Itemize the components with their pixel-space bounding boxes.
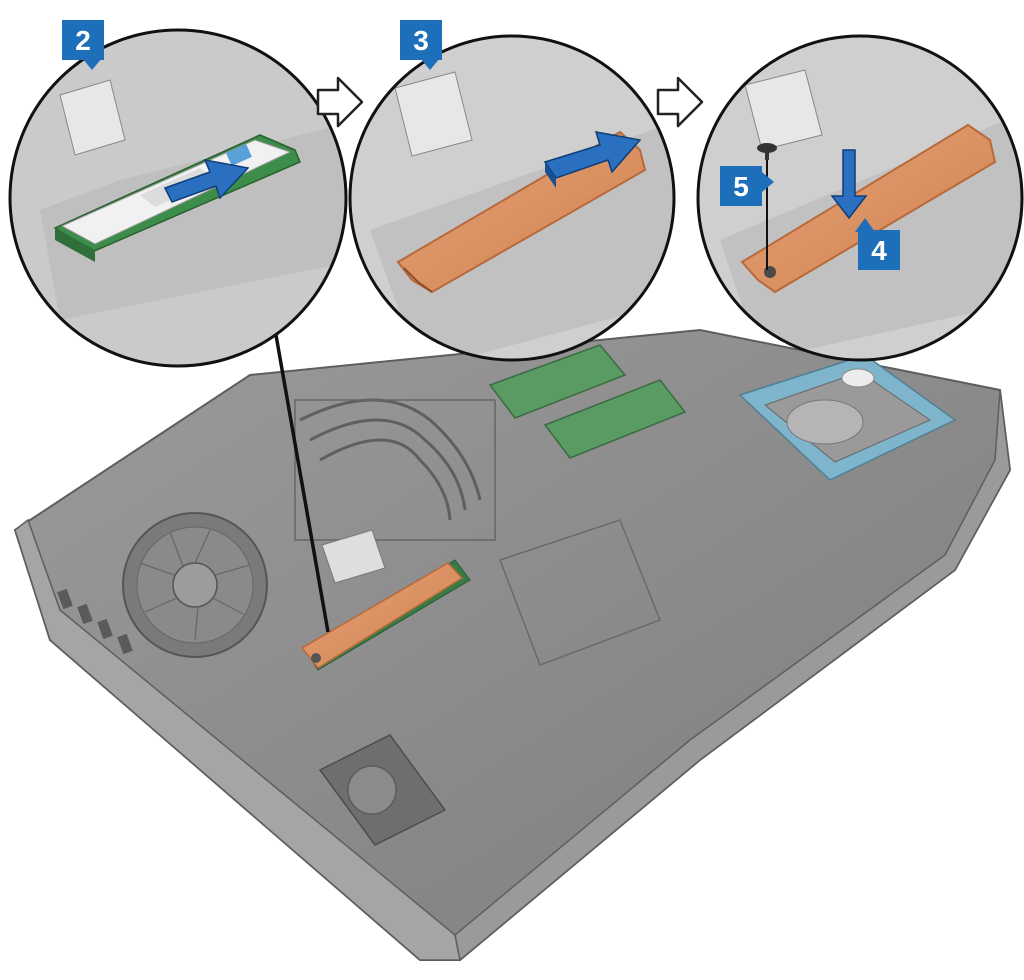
cooling-fan	[122, 512, 268, 658]
installed-ssd-shield	[300, 559, 471, 671]
access-panel	[499, 519, 661, 666]
step-badge-2: 2	[62, 20, 104, 70]
wireless-card	[321, 529, 386, 584]
rear-vents	[57, 588, 133, 655]
step-arrow-icon	[656, 76, 704, 128]
step-arrow-icon	[316, 76, 364, 128]
step-number: 3	[413, 25, 429, 56]
step-badge-4: 4	[855, 218, 900, 270]
step-number: 2	[75, 25, 91, 56]
hard-drive	[738, 354, 957, 481]
speaker	[318, 734, 447, 846]
copper-shield-pressed	[740, 123, 997, 294]
slide-arrow-icon	[543, 131, 642, 188]
memory-modules	[488, 344, 687, 459]
step-number: 5	[733, 171, 749, 202]
step-badge-3: 3	[400, 20, 442, 70]
copper-shield	[396, 130, 647, 294]
insert-arrow-icon	[163, 159, 250, 203]
step-number: 4	[871, 235, 887, 266]
callout-slide-shield	[348, 34, 676, 362]
laptop-base	[13, 328, 1012, 962]
heatsink	[294, 398, 496, 541]
chassis-right-edge	[454, 389, 1011, 962]
press-down-arrow-icon	[830, 149, 868, 220]
step-badge-5: 5	[720, 166, 774, 206]
callout-leader-line	[274, 334, 330, 633]
callout-insert-ssd	[8, 28, 348, 368]
